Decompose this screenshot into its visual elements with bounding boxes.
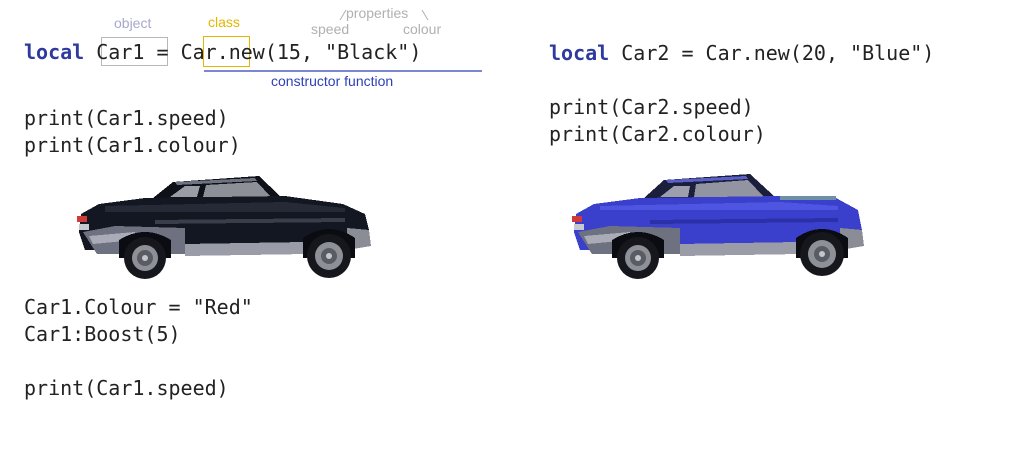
colour-label: colour <box>403 21 442 37</box>
local-keyword: local <box>24 40 85 64</box>
left-line-5: Car1:Boost(5) <box>24 322 181 346</box>
left-line-4: Car1.Colour = "Red" <box>24 295 253 319</box>
right-line-2: print(Car2.speed) <box>549 95 754 119</box>
local-keyword: local <box>549 41 610 65</box>
left-line-6: print(Car1.speed) <box>24 376 229 400</box>
constructor-call: Car2 = Car.new(20, "Blue") <box>609 41 935 65</box>
object-box <box>101 37 168 66</box>
object-label: object <box>114 15 152 31</box>
rear-wheel <box>800 232 844 276</box>
left-line-2: print(Car1.speed) <box>24 106 229 130</box>
rear-wheel <box>307 234 351 278</box>
black-car-illustration <box>77 176 371 279</box>
class-label: class <box>208 14 240 30</box>
blue-car-illustration <box>572 174 864 279</box>
front-wheel <box>617 237 659 279</box>
right-line-3: print(Car2.colour) <box>549 122 766 146</box>
properties-label: properties <box>346 5 409 21</box>
left-line-3: print(Car1.colour) <box>24 133 241 157</box>
right-line-1: local Car2 = Car.new(20, "Blue") <box>549 43 934 63</box>
constructor-call: .new(15, "Black") <box>216 40 422 64</box>
class-name: Car <box>180 40 217 64</box>
constructor-label: constructor function <box>271 73 394 89</box>
class-box <box>203 36 250 67</box>
speed-label: speed <box>311 21 350 37</box>
front-wheel <box>124 237 166 279</box>
left-line-1: local Car1 = Car.new(15, "Black") <box>24 42 421 62</box>
object-name: Car1 <box>96 40 145 64</box>
equals-sign: = <box>144 40 181 64</box>
